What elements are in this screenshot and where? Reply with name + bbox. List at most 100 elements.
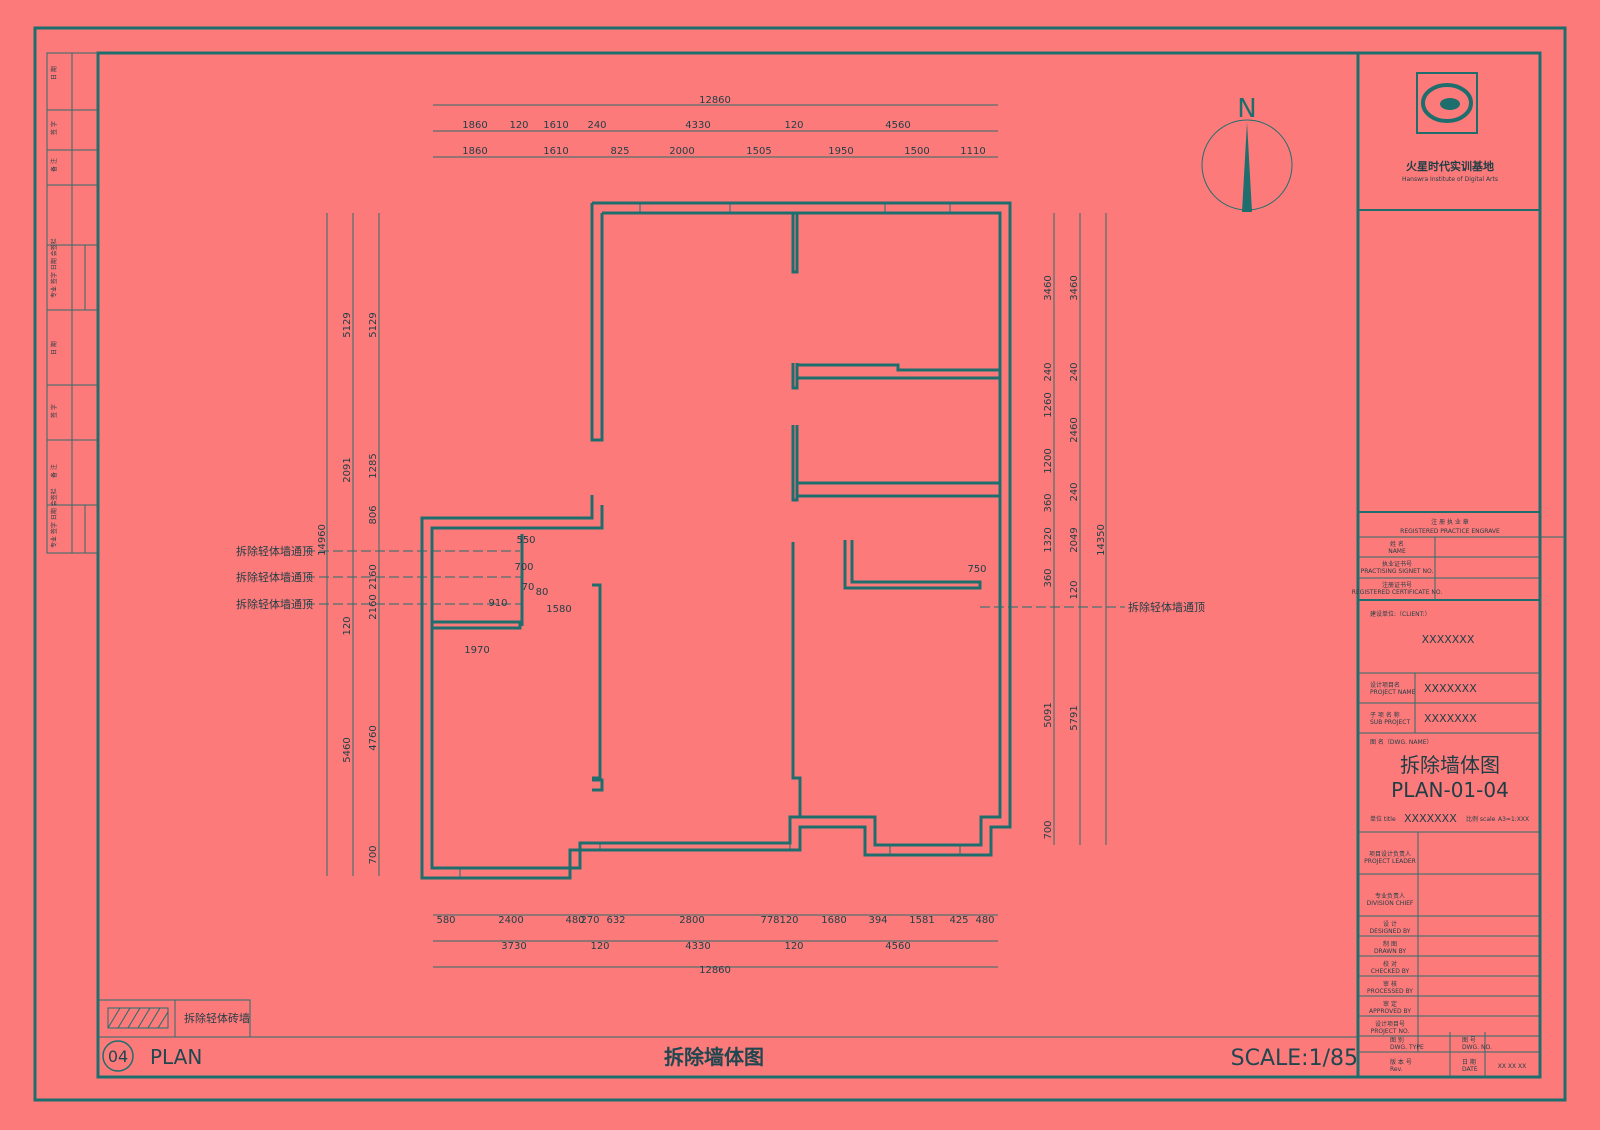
svg-text:比例 scale: 比例 scale [1466,815,1496,823]
left-signature-strip: 日 期 签 字 备 注 专业 签字 日期 会签栏 日 期 签 字 备 注 专业 … [46,52,98,554]
svg-text:A3=1:XXX: A3=1:XXX [1498,816,1529,823]
signature-row-label: 设计项目号 [1375,1020,1405,1028]
floor-plan-walls [420,201,1012,880]
strip-text-7: 备 注 [50,464,58,478]
signature-row-label-en: PROJECT NO. [1371,1028,1410,1035]
corridor-wall-top [791,213,799,274]
dim-top-row2: 1860 [462,146,487,157]
dim-right-mid: 3460 [1069,275,1080,300]
window-2 [884,202,951,214]
svg-text:Rev.: Rev. [1390,1066,1403,1073]
note-left-1: 拆除轻体墙通顶 [236,544,313,558]
strip-text-5: 日 期 [50,341,58,355]
dim-bottom-row1: 580 [436,915,455,926]
footer-scale: SCALE:1/85 [1231,1046,1358,1071]
dim-bottom-row2: 4330 [685,941,710,952]
svg-text:图 别: 图 别 [1390,1036,1404,1044]
living-notch [592,778,604,792]
dim-bottom-total: 12860 [699,965,731,976]
north-arrow-icon [1242,122,1252,212]
dim-top-row2: 1610 [543,146,568,157]
logo-text-en: Hanswra Institute of Digital Arts [1402,176,1498,183]
svg-text:PROJECT NAME: PROJECT NAME [1370,689,1416,696]
window-5 [599,842,791,850]
corridor-wall-b [791,425,799,502]
client-value: XXXXXXX [1422,633,1475,646]
left-upper-wall [590,203,604,442]
dim-bottom-row1: 120 [779,915,798,926]
dim-interior: 750 [967,564,986,575]
dim-left-inner: 5129 [368,312,379,337]
dim-bottom-row2: 120 [784,941,803,952]
dim-interior: 1580 [546,604,571,615]
inner-frame [96,51,1542,1079]
dim-right-inner: 240 [1043,362,1054,381]
drawing-code: PLAN-01-04 [1391,778,1509,802]
dim-top-row1: 1610 [543,120,568,131]
dim-left-inner: 1285 [368,453,379,478]
svg-text:执业证书号: 执业证书号 [1382,560,1412,568]
logo-text-cn: 火星时代实训基地 [1406,159,1494,173]
signature-row-label: 审 定 [1383,1000,1397,1008]
dim-bottom-row1: 270 [580,915,599,926]
signature-row-label-en: APPROVED BY [1369,1008,1411,1015]
dim-right-inner: 1260 [1043,392,1054,417]
dim-top-row1: 4560 [885,120,910,131]
dim-left-inner: 2160 [368,564,379,589]
signature-row-label: 制 图 [1383,940,1397,948]
svg-text:DWG. NO.: DWG. NO. [1462,1044,1492,1051]
dim-top-row2: 1950 [828,146,853,157]
dim-bottom-row1: 2800 [679,915,704,926]
svg-text:DWG. TYPE: DWG. TYPE [1390,1044,1424,1051]
dim-right-total: 14350 [1096,524,1107,556]
signature-row-label-en: DIVISION CHIEF [1367,900,1414,907]
demolition-notes: 拆除轻体墙通顶 拆除轻体墙通顶 拆除轻体墙通顶 拆除轻体墙通顶 [236,544,1205,614]
dim-right-mid: 240 [1069,482,1080,501]
corridor-wall-c [791,542,802,817]
strip-text-6: 签 字 [50,404,58,418]
client-label: 建设单位:（CLIENT:） [1370,610,1431,618]
dim-top-row2: 1110 [960,146,985,157]
svg-text:REGISTERED PRACTICE ENGRAVE: REGISTERED PRACTICE ENGRAVE [1400,528,1500,535]
north-compass: N [1201,94,1293,212]
dim-interior: 80 [536,587,549,598]
dim-interior: 70 [522,582,535,593]
dim-bottom-row1: 480 [565,915,584,926]
dim-top-row1: 120 [784,120,803,131]
dim-right-inner: 360 [1043,493,1054,512]
dim-bottom-row2: 3730 [501,941,526,952]
dim-bottom-row1: 2400 [498,915,523,926]
dim-left-inner: 700 [368,845,379,864]
dim-interior: 1970 [464,645,489,656]
signature-row-label-en: CHECKED BY [1371,968,1410,975]
dimensions: 12860 12860 14350 14960 [317,95,1107,976]
svg-text:PRACTISING SIGNET NO.: PRACTISING SIGNET NO. [1361,568,1434,575]
svg-text:姓 名: 姓 名 [1390,540,1404,548]
svg-text:REGISTERED CERTIFICATE NO.: REGISTERED CERTIFICATE NO. [1352,589,1443,596]
dim-right-inner: 700 [1043,820,1054,839]
dim-right-mid: 120 [1069,580,1080,599]
dim-interior: 550 [516,535,535,546]
outer-wall-inner [430,211,1002,870]
dim-left-outer: 5460 [342,737,353,762]
dim-bottom-row1: 394 [868,915,887,926]
legend-label: 拆除轻体砖墙 [184,1011,250,1025]
sub-project-value: XXXXXXX [1424,712,1477,725]
dim-bottom-row1: 778 [760,915,779,926]
strip-text-4: 专业 签字 日期 会签栏 [50,238,58,298]
svg-text:DATE: DATE [1462,1066,1478,1073]
dim-bottom-row2: 120 [590,941,609,952]
note-right-1: 拆除轻体墙通顶 [1128,600,1205,614]
dim-bottom-row1: 480 [975,915,994,926]
strip-text-1: 日 期 [50,66,58,80]
corridor-wall-a [791,363,799,390]
dim-top-total: 12860 [699,95,731,106]
svg-text:SUB PROJECT: SUB PROJECT [1370,719,1410,726]
dim-left-outer: 5129 [342,312,353,337]
dim-left-inner: 4760 [368,725,379,750]
window-4 [889,844,961,856]
svg-text:注 册 执 业 章: 注 册 执 业 章 [1431,518,1469,526]
